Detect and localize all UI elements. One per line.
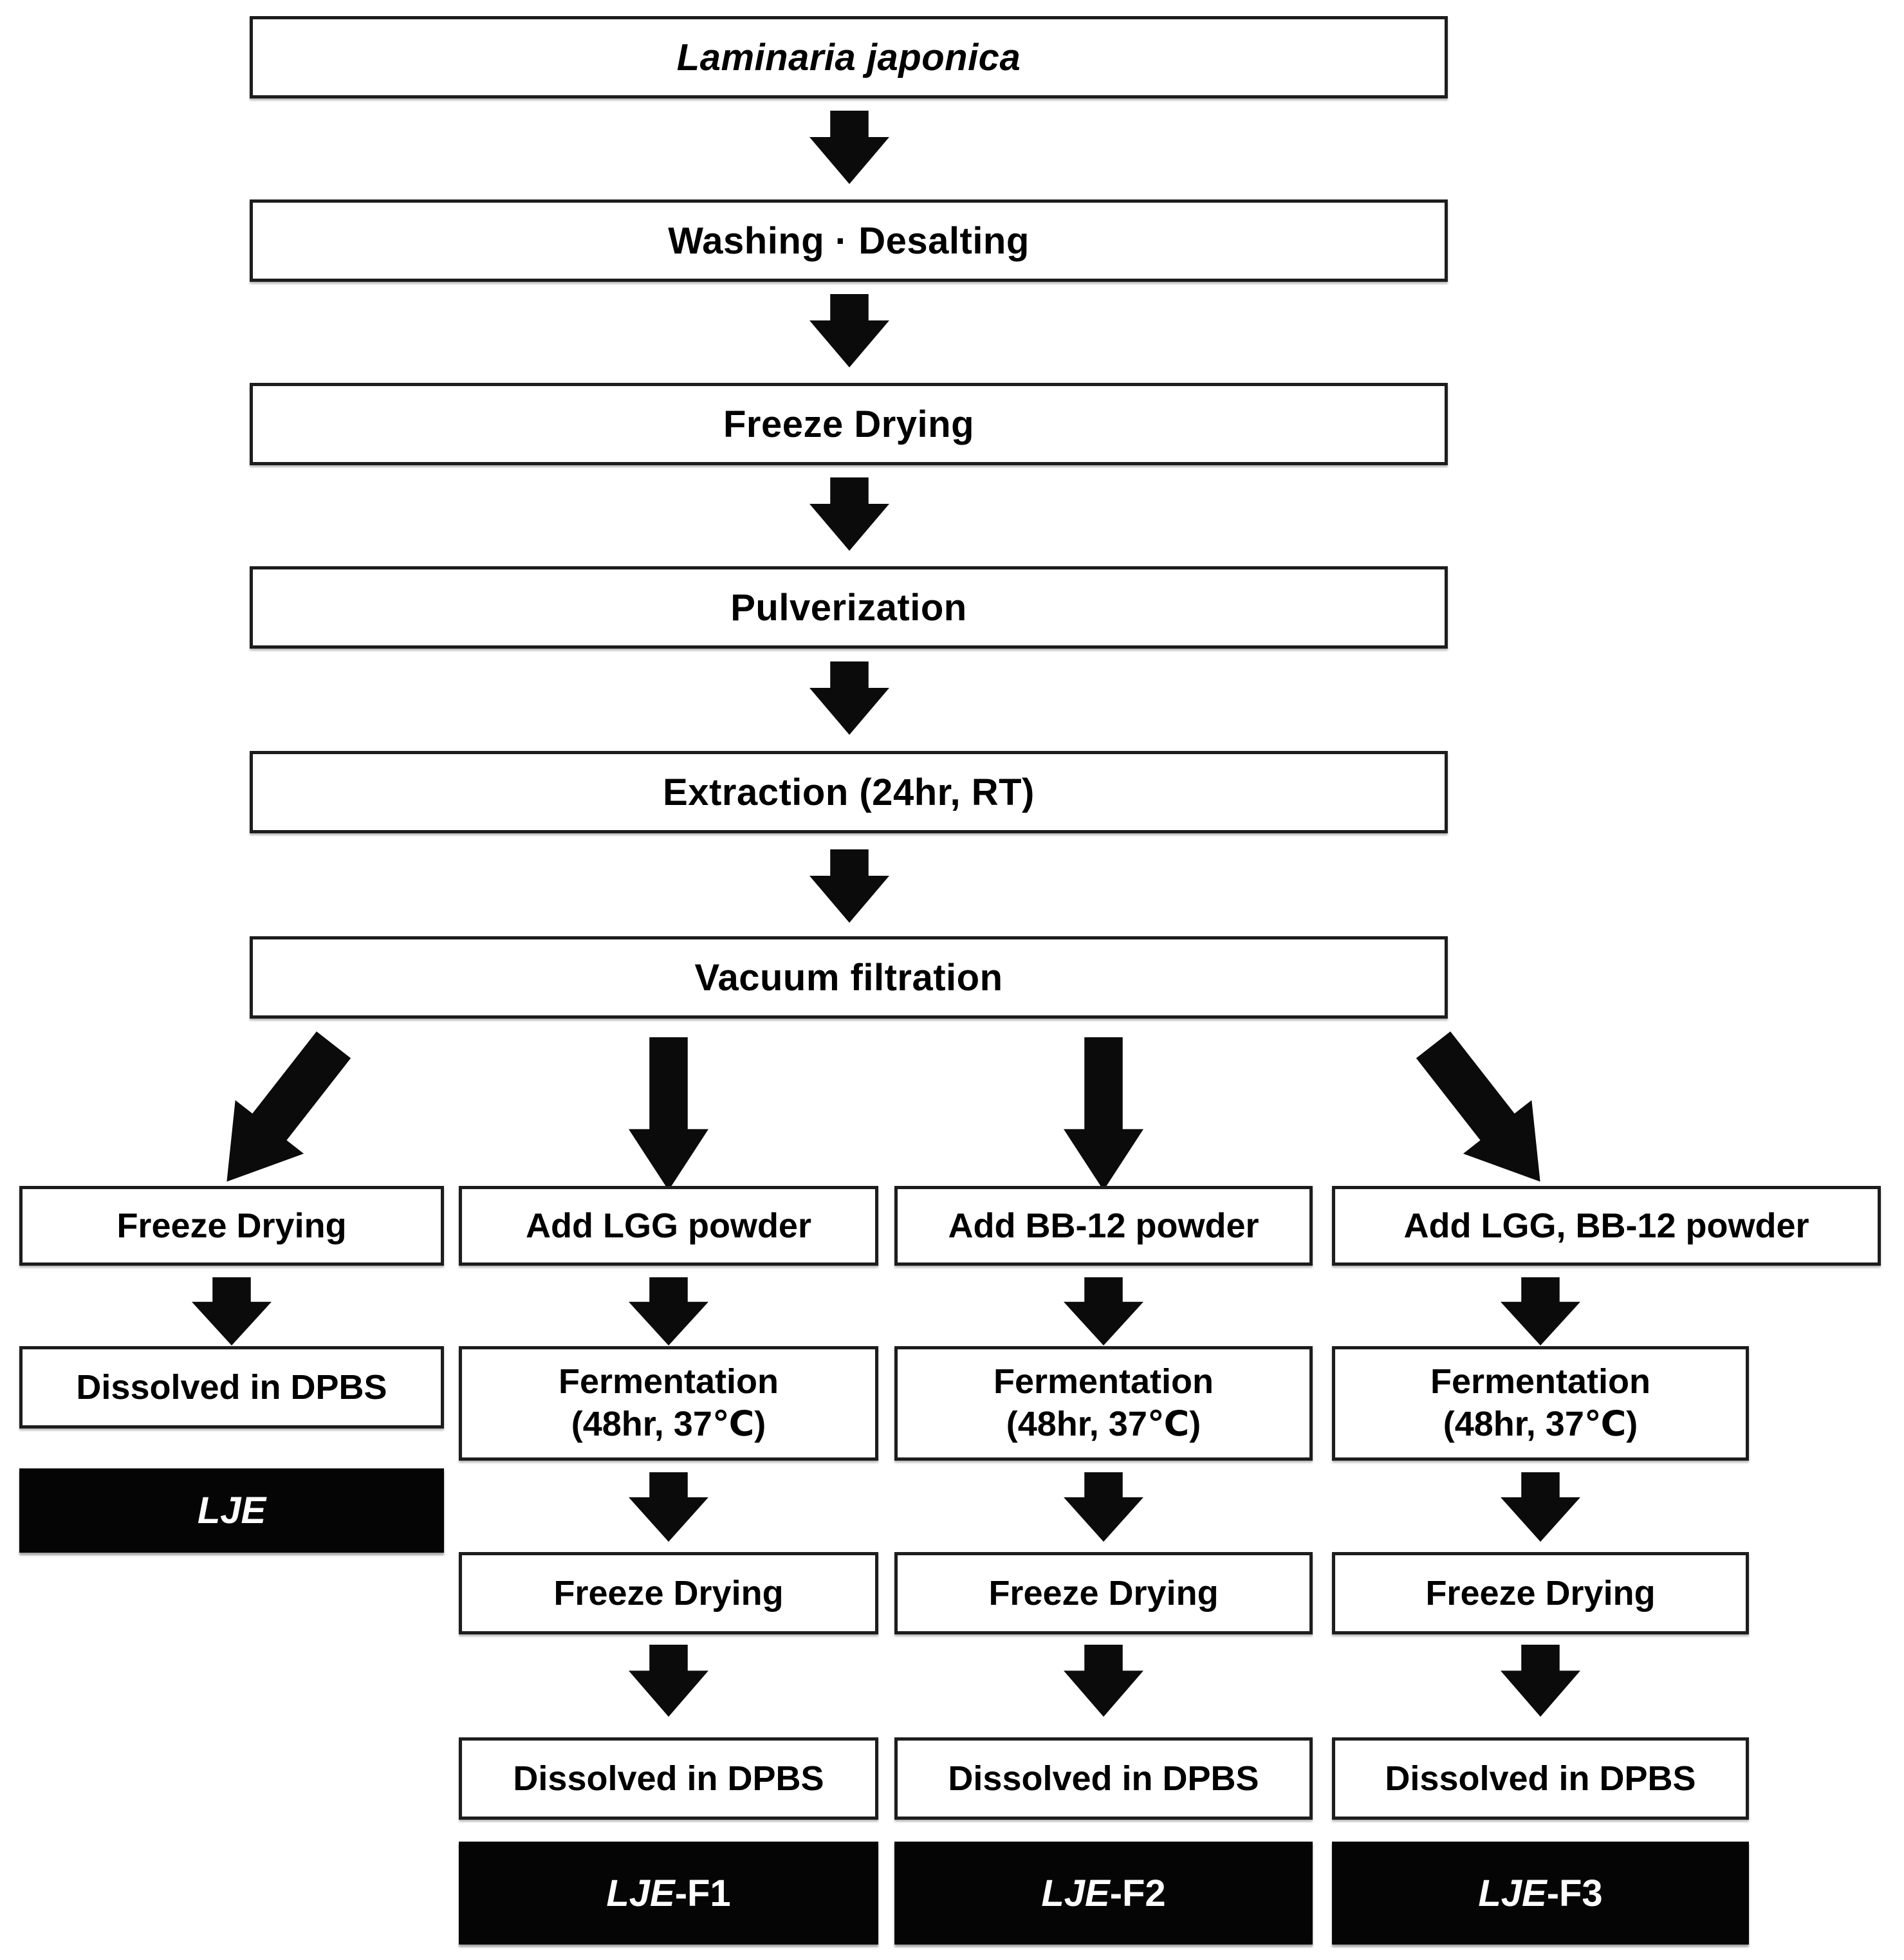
flow-box-dissolved-dpbs-f3: Dissolved in DPBS — [1332, 1737, 1749, 1820]
flow-box-label: Fermentation (48hr, 37℃) — [1430, 1361, 1650, 1446]
flow-box-label: Vacuum filtration — [694, 956, 1003, 999]
flow-box-freeze-drying-f1: Freeze Drying — [459, 1552, 878, 1634]
diagonal-down-right-arrow-icon — [1399, 1018, 1575, 1208]
flow-box-label: Washing · Desalting — [668, 219, 1030, 262]
down-arrow-icon — [809, 849, 889, 923]
flow-box-vacuum-filtration: Vacuum filtration — [250, 936, 1448, 1019]
flow-box-washing-desalting: Washing · Desalting — [250, 199, 1448, 282]
diagonal-down-left-arrow-icon — [192, 1018, 368, 1208]
flow-box-freeze-drying-main: Freeze Drying — [250, 383, 1448, 465]
result-label-plain: -F3 — [1546, 1872, 1603, 1914]
flow-box-label: Pulverization — [730, 586, 967, 629]
down-arrow-icon — [809, 661, 889, 735]
flow-box-add-bb12-powder: Add BB-12 powder — [894, 1186, 1313, 1266]
down-arrow-icon — [809, 477, 889, 551]
down-arrow-icon — [629, 1037, 708, 1190]
flow-box-branch1-dissolved-dpbs: Dissolved in DPBS — [19, 1346, 444, 1428]
flow-box-freeze-drying-f3: Freeze Drying — [1332, 1552, 1749, 1634]
flow-box-fermentation-f1: Fermentation (48hr, 37℃) — [459, 1346, 878, 1461]
flow-box-dissolved-dpbs-f1: Dissolved in DPBS — [459, 1737, 878, 1820]
flow-box-add-lgg-powder: Add LGG powder — [459, 1186, 878, 1266]
flow-box-label: Freeze Drying — [1425, 1574, 1656, 1613]
result-box-lje-f3: LJE-F3 — [1332, 1842, 1749, 1945]
down-arrow-icon — [1501, 1472, 1580, 1542]
flow-box-fermentation-f2: Fermentation (48hr, 37℃) — [894, 1346, 1313, 1461]
down-arrow-icon — [809, 111, 889, 184]
flow-box-laminaria-japonica: Laminaria japonica — [250, 16, 1448, 98]
fermentation-line2: (48hr, 37℃) — [1006, 1405, 1201, 1443]
flow-box-label: Freeze Drying — [116, 1207, 347, 1245]
down-arrow-icon — [1501, 1645, 1580, 1717]
fermentation-line1: Fermentation — [558, 1362, 779, 1401]
flow-box-label: Dissolved in DPBS — [513, 1759, 824, 1798]
result-label-italic: LJE — [1478, 1872, 1547, 1914]
fermentation-line1: Fermentation — [1430, 1362, 1651, 1401]
flow-box-label: Add BB-12 powder — [948, 1207, 1259, 1245]
flow-box-label: Dissolved in DPBS — [1385, 1759, 1696, 1798]
fermentation-line2: (48hr, 37℃) — [1443, 1405, 1638, 1443]
down-arrow-icon — [1064, 1277, 1143, 1345]
flow-box-label: Extraction (24hr, RT) — [663, 771, 1035, 813]
down-arrow-icon — [809, 294, 889, 367]
flow-box-label: Dissolved in DPBS — [948, 1759, 1259, 1798]
flow-box-label: Freeze Drying — [723, 403, 975, 445]
result-box-lje-f2: LJE-F2 — [894, 1842, 1313, 1945]
flow-box-freeze-drying-f2: Freeze Drying — [894, 1552, 1313, 1634]
result-label-italic: LJE — [1041, 1872, 1110, 1914]
down-arrow-icon — [1064, 1645, 1143, 1717]
flow-box-branch1-freeze-drying: Freeze Drying — [19, 1186, 444, 1266]
flow-box-label: Fermentation (48hr, 37℃) — [559, 1361, 779, 1446]
down-arrow-icon — [629, 1472, 708, 1542]
flow-box-label: Fermentation (48hr, 37℃) — [994, 1361, 1214, 1446]
down-arrow-icon — [192, 1277, 272, 1345]
result-box-lje: LJE — [19, 1468, 444, 1553]
flow-box-add-lgg-bb12-powder: Add LGG, BB-12 powder — [1332, 1186, 1881, 1266]
flow-box-label: Freeze Drying — [553, 1574, 784, 1613]
fermentation-line1: Fermentation — [993, 1362, 1214, 1401]
down-arrow-icon — [629, 1645, 708, 1717]
down-arrow-icon — [1064, 1472, 1143, 1542]
flow-box-label: Laminaria japonica — [676, 36, 1021, 79]
fermentation-line2: (48hr, 37℃) — [571, 1405, 766, 1443]
down-arrow-icon — [629, 1277, 708, 1345]
result-label-plain: -F1 — [674, 1872, 731, 1914]
result-label-plain: -F2 — [1109, 1872, 1166, 1914]
flow-box-fermentation-f3: Fermentation (48hr, 37℃) — [1332, 1346, 1749, 1461]
down-arrow-icon — [1501, 1277, 1580, 1345]
flow-box-dissolved-dpbs-f2: Dissolved in DPBS — [894, 1737, 1313, 1820]
flow-box-label: Dissolved in DPBS — [76, 1368, 387, 1407]
flow-box-pulverization: Pulverization — [250, 566, 1448, 649]
result-box-lje-f1: LJE-F1 — [459, 1842, 878, 1945]
flow-box-extraction: Extraction (24hr, RT) — [250, 751, 1448, 833]
down-arrow-icon — [1064, 1037, 1143, 1190]
flow-box-label: Add LGG powder — [526, 1207, 811, 1245]
result-label-italic: LJE — [197, 1490, 266, 1531]
flow-box-label: Freeze Drying — [988, 1574, 1219, 1613]
flow-box-label: Add LGG, BB-12 powder — [1403, 1207, 1809, 1245]
result-label-italic: LJE — [606, 1872, 675, 1914]
